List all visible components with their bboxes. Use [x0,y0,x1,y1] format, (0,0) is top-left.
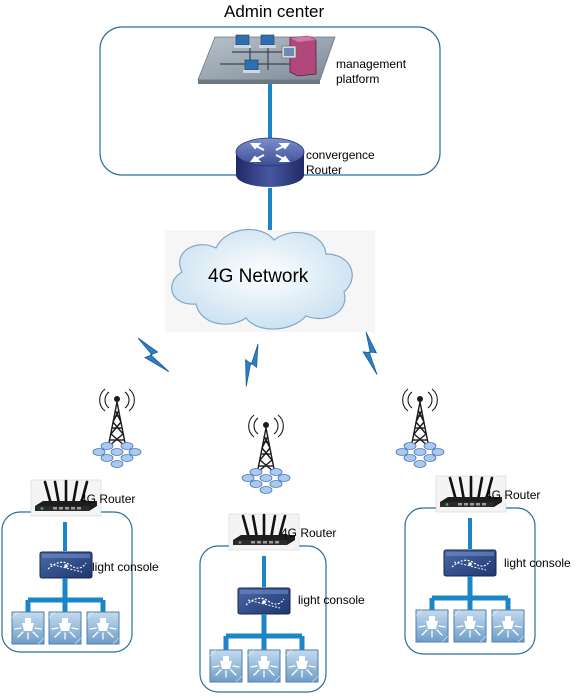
site-left-console-label: light console [92,560,159,574]
site-center-console-label: light console [298,593,365,607]
site-center-light-2-icon [247,649,281,683]
4g-network-label: 4G Network [208,266,309,287]
management-platform-label-line2: platform [336,72,380,86]
site-center-light-1-icon [209,649,243,683]
convergence-router-label-line1: convergence [306,148,375,162]
wireless-link-right-icon [350,331,393,375]
site-center-light-links [223,614,305,650]
site-right-light-links [429,576,511,610]
site-right-light-3-icon [491,609,525,643]
cell-tower-right-icon [395,388,445,469]
site-right-console-label: light console [504,556,571,570]
site-right-light-console-icon [443,549,497,577]
management-platform-label-line1: management [336,57,407,71]
management-platform-icon [197,34,336,84]
site-right-light-1-icon [415,609,449,643]
site-right-light-2-icon [453,609,487,643]
site-center-light-3-icon [285,649,319,683]
admin-center-title: Admin center [224,2,325,21]
cell-tower-center-icon [241,414,291,495]
wireless-link-center-icon [230,343,275,387]
convergence-router-icon [235,137,305,187]
site-center-router-label: 4G Router [281,526,337,540]
site-left-light-3-icon [86,611,120,645]
convergence-router-label-line2: Router [306,163,343,177]
site-left-light-console-icon [39,551,93,579]
cell-tower-left-icon [92,388,142,469]
wireless-link-left-icon [137,337,170,373]
site-center-light-console-icon [237,587,291,615]
site-left-light-links [25,578,106,612]
site-left-light-2-icon [48,611,82,645]
4g-network-cloud [171,228,353,330]
site-left-router-label: 4G Router [80,492,136,506]
site-right-router-label: 4G Router [485,488,541,502]
site-left-light-1-icon [11,611,45,645]
